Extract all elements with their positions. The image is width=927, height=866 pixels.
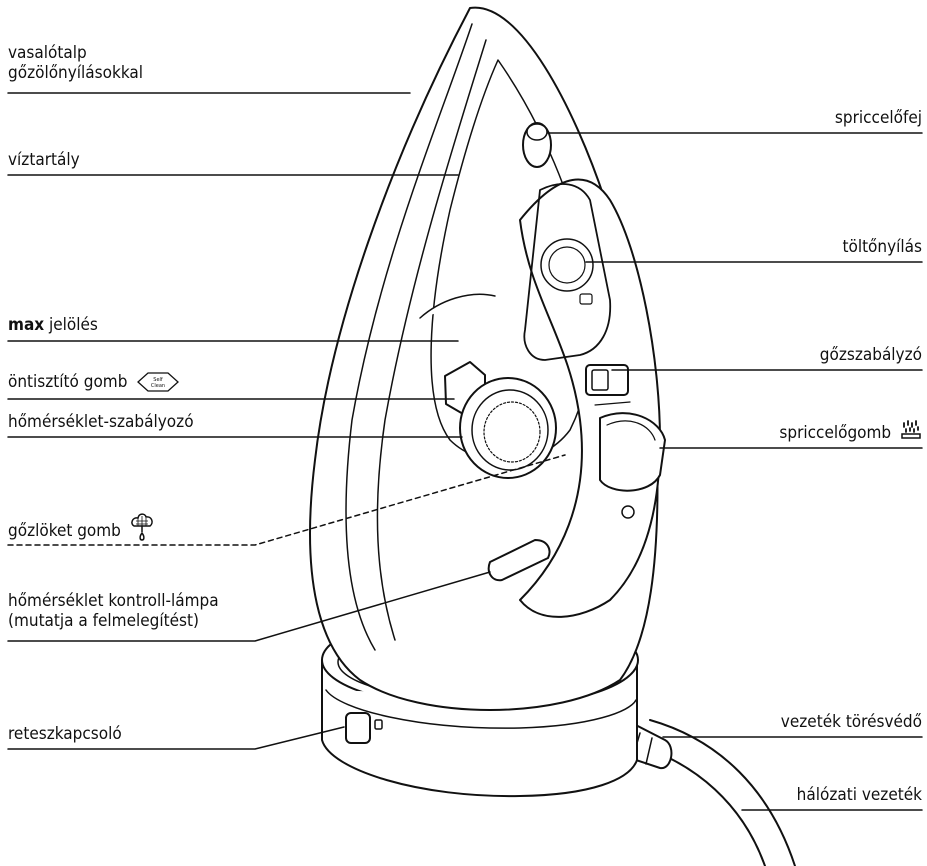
temperature-dial [460, 378, 556, 478]
label-temp-control: hőmérséklet-szabályozó [8, 412, 194, 432]
label-lock-switch: reteszkapcsoló [8, 724, 122, 744]
label-steam-shot-text: gőzlöket gomb [8, 521, 121, 541]
label-soleplate-line2: gőzölőnyílásokkal [8, 63, 143, 83]
self-clean-icon-text2: Clean [151, 383, 165, 389]
label-max-bold: max [8, 315, 44, 335]
label-filling-opening: töltőnyílás [842, 237, 922, 257]
label-temp-lamp-line1: hőmérséklet kontroll-lámpa [8, 591, 219, 611]
label-cord-protector: vezeték törésvédő [781, 712, 922, 732]
label-soleplate-line1: vasalótalp [8, 43, 143, 63]
label-spray-nozzle: spriccelőfej [835, 108, 922, 128]
label-max-mark: max jelölés [8, 315, 98, 335]
label-temp-lamp: hőmérséklet kontroll-lámpa (mutatja a fe… [8, 591, 219, 631]
label-self-clean-text: öntisztító gomb [8, 372, 127, 392]
label-water-tank: víztartály [8, 150, 80, 170]
label-max-rest: jelölés [44, 315, 98, 335]
spray-nozzle-part [523, 123, 551, 167]
label-temp-lamp-line2: (mutatja a felmelegítést) [8, 611, 219, 631]
label-spray-button-text: spriccelőgomb [779, 423, 891, 443]
label-steam-control: gőzszabályzó [820, 345, 922, 365]
steam-burst-icon [130, 512, 154, 542]
label-self-clean: öntisztító gomb Self Clean [8, 371, 180, 393]
label-steam-shot: gőzlöket gomb [8, 520, 154, 542]
label-power-cord: hálózati vezeték [797, 785, 922, 805]
label-spray-button: spriccelőgomb [779, 423, 922, 443]
spray-drops-icon [900, 419, 922, 441]
label-soleplate: vasalótalp gőzölőnyílásokkal [8, 43, 143, 83]
self-clean-icon: Self Clean [136, 371, 180, 393]
